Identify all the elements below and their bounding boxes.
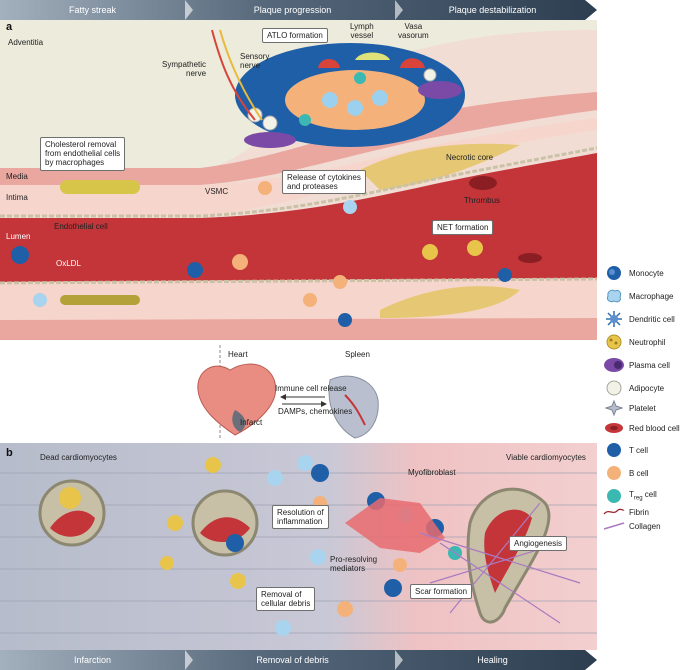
- legend-label: Treg cell: [629, 490, 657, 502]
- label-vasa-vasorum: Vasa vasorum: [398, 22, 429, 41]
- heart-spleen-illustration: [197, 345, 379, 440]
- fibrin-icon: [603, 508, 625, 515]
- legend-label: B cell: [629, 468, 649, 478]
- stage-infarction: Infarction: [73, 655, 112, 665]
- callout-scar-formation: Scar formation: [410, 584, 473, 600]
- legend-item: B cell: [603, 463, 649, 483]
- stage-plaque-destabilization: Plaque destabilization: [448, 5, 537, 15]
- stage-fatty-streak: Fatty streak: [68, 5, 116, 15]
- label-adventitia: Adventitia: [8, 38, 44, 47]
- label-vsmc: VSMC: [205, 187, 229, 196]
- label-oxldl: OxLDL: [56, 259, 81, 268]
- label-heart: Heart: [228, 350, 248, 359]
- platelet-icon: [605, 400, 623, 416]
- legend-label: Fibrin: [629, 507, 650, 517]
- stage-removal-of-debris: Removal of debris: [256, 655, 329, 665]
- panel-b-letter: b: [6, 447, 13, 459]
- label-dead-cardiomyocytes: Dead cardiomyocytes: [40, 453, 117, 462]
- legend-item: Platelet: [603, 398, 656, 418]
- b-cell-icon: [607, 466, 621, 480]
- label-intima: Intima: [6, 193, 28, 202]
- callout-cholesterol-removal: Cholesterol removal from endothelial cel…: [40, 137, 126, 171]
- panel-a-letter: a: [6, 21, 13, 33]
- legend-label: Collagen: [629, 521, 661, 531]
- label-immune-cell-release: Immune cell release: [275, 384, 347, 393]
- legend-item: T cell: [603, 440, 648, 460]
- adipocyte-icon: [606, 380, 622, 396]
- legend-item: Monocyte: [603, 263, 664, 283]
- legend-item: Neutrophil: [603, 332, 665, 352]
- legend-label: Red blood cell: [629, 423, 680, 433]
- legend-item: Collagen: [603, 516, 661, 536]
- callout-cytokines: Release of cytokines and proteases: [282, 170, 366, 195]
- legend-label: Monocyte: [629, 268, 664, 278]
- legend-label: T cell: [629, 445, 648, 455]
- legend-item: Macrophage: [603, 286, 673, 306]
- label-lymph-vessel: Lymph vessel: [350, 22, 374, 41]
- legend-item: Dendritic cell: [603, 309, 675, 329]
- label-necrotic-core: Necrotic core: [446, 153, 494, 162]
- legend-label: Dendritic cell: [629, 314, 675, 324]
- myocardium-illustration: [0, 443, 597, 670]
- callout-atlo-formation: ATLO formation: [262, 28, 328, 44]
- callout-angiogenesis: Angiogenesis: [509, 536, 568, 552]
- heart-spleen-section: Heart Spleen Infarct Immune cell release…: [0, 340, 597, 440]
- callout-resolution: Resolution of inflammation: [272, 505, 329, 530]
- label-thrombus: Thrombus: [464, 196, 501, 205]
- label-viable-cardiomyocytes: Viable cardiomyocytes: [506, 453, 586, 462]
- legend-item: Plasma cell: [603, 355, 670, 375]
- legend-label: Macrophage: [629, 291, 674, 301]
- label-sensory-nerve: Sensory nerve: [240, 52, 270, 71]
- panel-a: Fatty streak Plaque progression Plaque d…: [0, 0, 597, 340]
- label-damps-chemokines: DAMPs, chemokines: [278, 407, 353, 416]
- stage-plaque-progression: Plaque progression: [253, 5, 332, 15]
- label-spleen: Spleen: [345, 350, 370, 359]
- callout-net-formation: NET formation: [432, 220, 494, 236]
- dendritic-cell-icon: [606, 311, 622, 327]
- panel-b: Infarction Removal of debris Healing b D…: [0, 443, 597, 670]
- label-endothelial-cell: Endothelial cell: [54, 222, 108, 231]
- treg-cell-icon: [607, 489, 621, 503]
- legend-label: Plasma cell: [629, 360, 670, 370]
- monocyte-icon: [607, 266, 621, 280]
- legend-item: Treg cell: [603, 486, 657, 506]
- collagen-icon: [603, 522, 625, 530]
- legend-item: Fibrin: [603, 502, 649, 522]
- panel-a-stage-banner: [0, 0, 597, 20]
- callout-removal-of-debris: Removal of cellular debris: [256, 587, 316, 612]
- legend-label: Neutrophil: [629, 337, 666, 347]
- label-infarct: Infarct: [240, 418, 263, 427]
- legend-item: Red blood cell: [603, 418, 680, 438]
- label-media: Media: [6, 172, 28, 181]
- red-blood-cell-icon: [605, 423, 623, 433]
- neutrophil-icon: [606, 334, 622, 350]
- t-cell-icon: [607, 443, 621, 457]
- legend-label: Platelet: [629, 403, 656, 413]
- label-sympathetic-nerve: Sympathetic nerve: [162, 60, 207, 79]
- plasma-cell-icon: [604, 358, 624, 372]
- label-pro-resolving-mediators: Pro-resolving mediators: [330, 555, 378, 574]
- label-lumen: Lumen: [6, 232, 31, 241]
- stage-healing: Healing: [477, 655, 508, 665]
- legend-label: Adipocyte: [629, 383, 665, 393]
- legend-item: Adipocyte: [603, 378, 664, 398]
- label-myofibroblast: Myofibroblast: [408, 468, 456, 477]
- macrophage-icon: [607, 289, 622, 303]
